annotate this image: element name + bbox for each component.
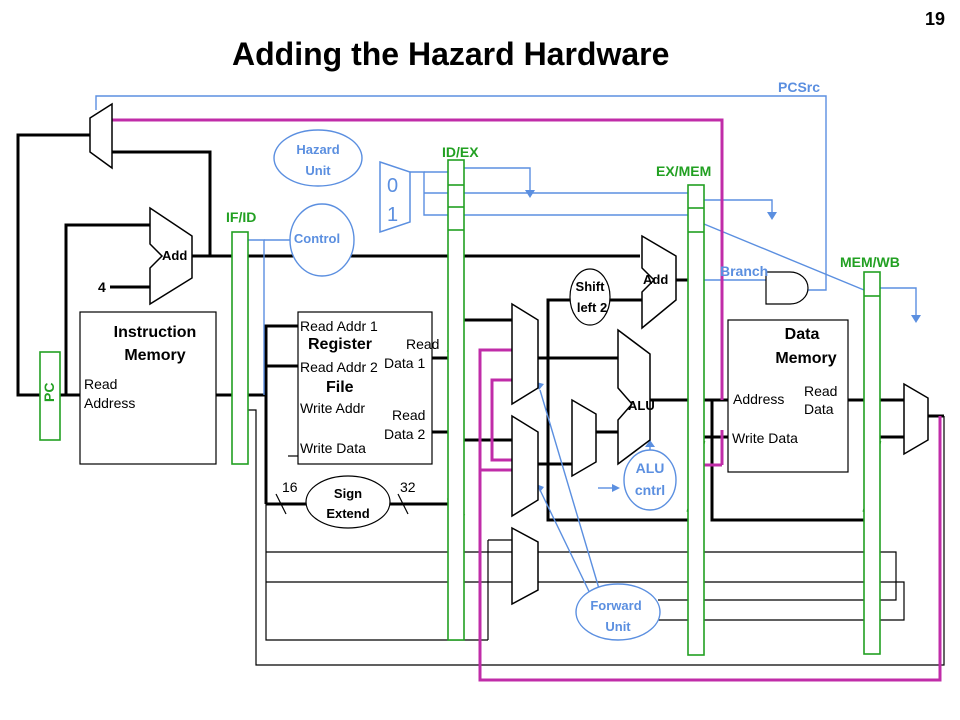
read-data-label-line1: Read (804, 383, 838, 399)
read-data-1-label-line1: Read (406, 336, 440, 352)
blocks (79, 268, 849, 529)
slide-title: Adding the Hazard Hardware (232, 36, 670, 72)
read-address-label-line2: Address (84, 395, 136, 411)
read-addr-1-label: Read Addr 1 (300, 318, 378, 334)
alu-cntrl-label-line1: ALU (635, 460, 665, 476)
shift-label-line2: left 2 (576, 300, 608, 315)
mux-zero-label: 0 (387, 175, 399, 197)
regdst-mux (511, 526, 539, 606)
width-16-label: 16 (282, 479, 298, 495)
if-id-register (231, 231, 249, 465)
id-ex-register (447, 159, 465, 641)
control-label: Control (293, 231, 341, 246)
read-address-label-line1: Read (84, 376, 118, 392)
constant-four: 4 (98, 279, 106, 295)
control-unit (289, 203, 355, 277)
branch-and-gate (765, 271, 809, 305)
read-data-1-label-line2: Data 1 (384, 355, 426, 371)
shift-label-line1: Shift (575, 279, 605, 294)
hazard-unit-label-line1: Hazard (296, 142, 340, 157)
alu-shape (617, 328, 651, 466)
datapath-wires (16, 133, 944, 522)
mem-wb-register (863, 271, 881, 655)
write-data-reg-label: Write Data (300, 440, 366, 456)
sign-extend (305, 475, 391, 529)
register-label: Register (308, 336, 373, 353)
hazard-control-mux (379, 160, 411, 234)
mem-wb-label: MEM/WB (840, 254, 900, 270)
muxes (89, 102, 929, 606)
page-number: 19 (925, 9, 946, 29)
write-data-mem-label: Write Data (732, 430, 798, 446)
read-data-2-label-line2: Data 2 (384, 426, 426, 442)
hazard-unit (273, 129, 363, 187)
mux-one-label: 1 (387, 204, 399, 226)
data-memory-label-line2: Memory (775, 350, 837, 367)
if-id-label: IF/ID (226, 209, 257, 225)
register-file (297, 311, 433, 465)
sign-extend-label-line2: Extend (326, 506, 370, 521)
pc-register (39, 351, 61, 441)
id-ex-label: ID/EX (442, 144, 479, 160)
pcsrc-label: PCSrc (778, 79, 821, 95)
write-addr-label: Write Addr (300, 400, 366, 416)
pipeline-registers (39, 159, 881, 656)
branch-adder-label: Add (643, 272, 669, 287)
ex-mem-label: EX/MEM (656, 163, 712, 179)
forward-unit (575, 583, 661, 641)
branch-label: Branch (720, 263, 769, 279)
shift-left-2 (569, 268, 611, 326)
forward-unit-label-line2: Unit (605, 619, 631, 634)
pc-mux (89, 102, 113, 170)
data-memory-label-line1: Data (784, 326, 820, 343)
alu-forward-mux-a (511, 302, 539, 406)
forward-unit-label-line1: Forward (590, 598, 642, 613)
alu-label: ALU (628, 398, 655, 413)
pc-adder (149, 206, 193, 306)
instruction-memory (79, 311, 217, 465)
thin-wires (248, 409, 945, 666)
branch-adder (641, 234, 677, 330)
sign-extend-label-line1: Sign (333, 486, 363, 501)
instruction-memory-label-line1: Instruction (113, 324, 197, 341)
alusrc-mux (571, 398, 597, 478)
read-data-label-line2: Data (804, 401, 834, 417)
control-wires (95, 95, 917, 611)
hazard-unit-label-line2: Unit (305, 163, 331, 178)
width-32-label: 32 (400, 479, 416, 495)
ex-mem-register (687, 184, 705, 656)
control-units (273, 129, 677, 641)
pc-adder-label: Add (162, 248, 188, 263)
instruction-memory-label-line2: Memory (124, 347, 186, 364)
writeback-mux (903, 382, 929, 456)
data-memory (727, 319, 849, 473)
file-label: File (326, 379, 354, 396)
alu-forward-mux-b (511, 414, 539, 518)
alu-control (623, 449, 677, 511)
adders (149, 206, 677, 466)
address-label: Address (733, 391, 785, 407)
read-addr-2-label: Read Addr 2 (300, 359, 378, 375)
alu-cntrl-label-line2: cntrl (634, 482, 666, 498)
pc-label: PC (41, 382, 57, 402)
read-data-2-label-line1: Read (392, 407, 426, 423)
